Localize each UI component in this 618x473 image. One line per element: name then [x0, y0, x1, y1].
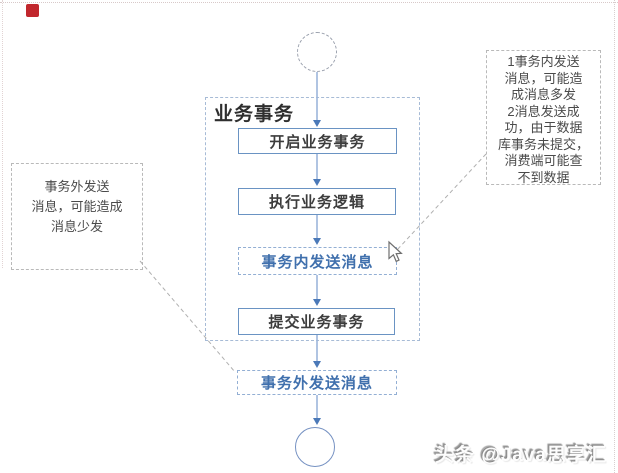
start-node: [297, 32, 337, 72]
end-node: [295, 427, 335, 467]
canvas-dotted-edge-top: [0, 2, 618, 3]
canvas-dotted-edge-right: [614, 0, 615, 473]
step-open-transaction: 开启业务事务: [238, 128, 397, 154]
red-square-icon: [26, 4, 39, 17]
step-send-message-outside-transaction: 事务外发送消息: [237, 370, 397, 395]
step-send-message-in-transaction: 事务内发送消息: [238, 247, 397, 275]
annotation-right: 1事务内发送 消息，可能造 成消息多发 2消息发送成 功，由于数据 库事务未提交…: [486, 50, 601, 185]
watermark-text: 头条 @Java思享汇: [434, 445, 607, 466]
annotation-left: 事务外发送 消息，可能造成 消息少发: [11, 163, 143, 270]
step-commit-transaction: 提交业务事务: [238, 308, 395, 335]
step-execute-business-logic: 执行业务逻辑: [238, 188, 396, 215]
group-title: 业务事务: [214, 104, 295, 125]
canvas-dotted-edge-left: [2, 0, 3, 268]
